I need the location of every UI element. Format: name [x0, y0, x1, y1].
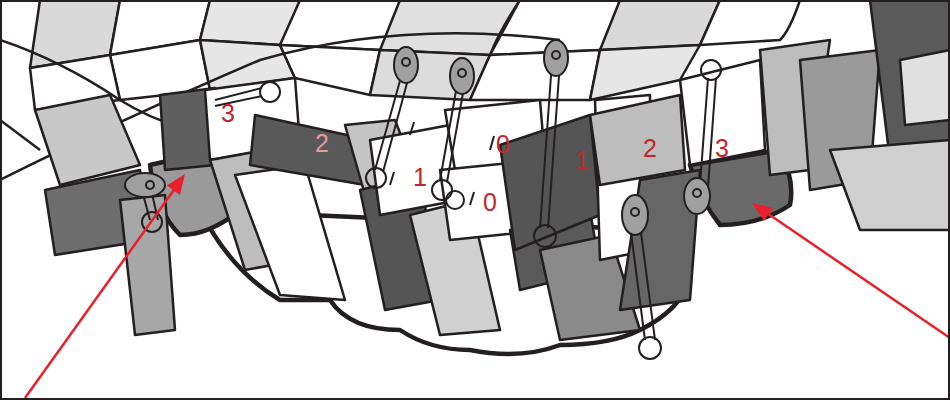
woven-strips [35, 0, 950, 340]
callout-number: 3 [221, 101, 235, 126]
pointer-arrows [25, 174, 950, 398]
callout-number: 1 [413, 165, 427, 190]
callout-number: 0 [483, 190, 497, 215]
callout-number: 3 [715, 136, 729, 161]
callout-number: 1 [575, 148, 589, 173]
callout-number: 2 [315, 131, 329, 156]
callout-number: 0 [496, 132, 510, 157]
safety-pins [125, 40, 721, 359]
braid-lower-edge [150, 150, 791, 354]
callout-number: 2 [643, 136, 657, 161]
